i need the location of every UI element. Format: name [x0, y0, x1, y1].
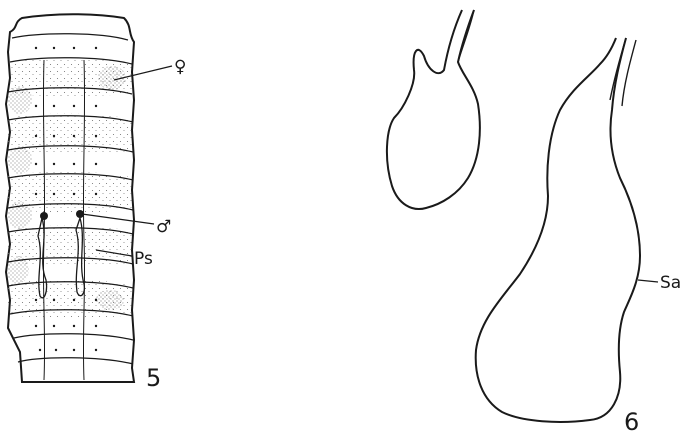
male-pore-label: ♂	[156, 217, 171, 237]
spermathecal-ampulla-label: Sa	[660, 273, 681, 293]
worm-body-drawing	[6, 14, 134, 382]
longitudinal-lines	[43, 60, 84, 380]
sa-leader-line	[638, 280, 658, 282]
figure-5-number: 5	[146, 364, 161, 392]
male-pore-left	[40, 212, 48, 220]
spermatheca-small	[387, 10, 480, 209]
figure-6-number: 6	[624, 408, 639, 436]
spermatheca-large	[476, 38, 640, 422]
prostatic-label: Ps	[134, 249, 153, 269]
female-pore-label: ♀	[174, 57, 186, 77]
